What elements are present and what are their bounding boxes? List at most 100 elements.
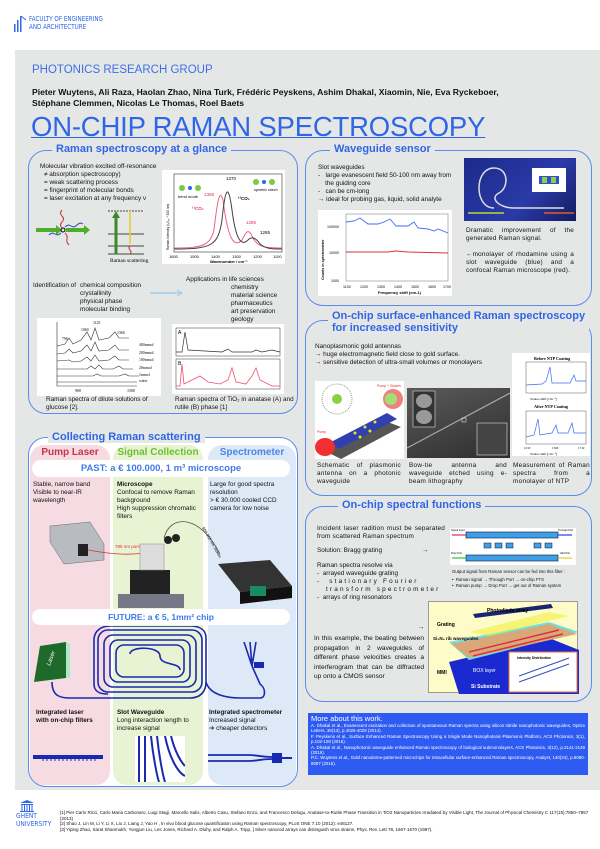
- interferogram-text: In this example, the beating between pro…: [314, 635, 424, 680]
- identification-item: molecular binding: [80, 306, 131, 313]
- laser-chip-caption: Integrated laser with on-chip filters: [36, 709, 93, 725]
- x-tick: 1400: [394, 285, 402, 289]
- text-line: background: [117, 497, 151, 504]
- intro-line: = weak scattering process: [44, 179, 119, 186]
- x-axis-label: Frequency shift (cm-1): [378, 290, 422, 295]
- x-tick: 900: [75, 388, 81, 393]
- integrated-spectrometer-title: Integrated spectrometer: [209, 709, 283, 716]
- microscope-title: Microscope: [117, 481, 153, 488]
- future-banner: FUTURE: a € 5, 1mm² chip: [32, 609, 290, 625]
- faculty-line2: AND ARCHITECTURE: [29, 23, 87, 31]
- port-label: Signal Input: [451, 528, 465, 532]
- chip-label: BOX layer: [473, 668, 496, 674]
- past-banner: PAST: a € 100.000, 1 m³ microscope: [32, 460, 290, 477]
- intro-line: = laser excitation at any frequency ν: [44, 195, 147, 202]
- slot-waveguide-closeup: [135, 736, 185, 782]
- filter-bullet: Raman signal → Through Port → on-chip FT…: [455, 577, 544, 582]
- identification-item: crystallinity: [80, 290, 112, 297]
- filter-caption-text: Output signal from Raman sensor can be f…: [452, 569, 566, 574]
- x-tick: 1300: [377, 285, 385, 289]
- confocal-series: [346, 250, 449, 254]
- pump-label: Pump: [317, 430, 326, 434]
- x-tick: 1400: [211, 254, 221, 259]
- sers-text: Nanoplasmonic gold antennas → huge elect…: [315, 343, 482, 367]
- footer-reference: [2] Shao J, Lin M, Li Y, Li X, Liu J, Li…: [60, 821, 354, 827]
- application-item: chemistry: [231, 284, 259, 291]
- spectrometer-text: Large for good spectra resolution > € 30…: [210, 481, 277, 513]
- series-label: 400mmol: [139, 343, 154, 347]
- resolve-item: arrays of ring resonators: [322, 594, 392, 601]
- 13co2-curve: [173, 191, 283, 250]
- footer-reference: [1] Pier Carlo Ricci, Carlo Maria Carbon…: [60, 810, 589, 821]
- waveguide-desc: Dramatic improvement of the generated Ra…: [466, 227, 574, 275]
- spectral-intro: Incident laser radition must be separate…: [317, 525, 445, 540]
- slot-waveguide-title: Slot Waveguide: [117, 709, 165, 716]
- application-item: material science: [231, 292, 278, 299]
- identification-item: physical phase: [80, 298, 123, 305]
- page-title: ON-CHIP RAMAN SPECTROSCOPY: [31, 111, 486, 142]
- intro-line: ≠ absorption spectroscopy): [44, 171, 121, 178]
- reference-item: P.C. Wuytens et al., Gold nanodome-patte…: [311, 755, 585, 766]
- text-line: > € 30.000 cooled CCD: [210, 497, 277, 504]
- more-about-box: More about this work. A. Dhakal et al., …: [308, 713, 588, 775]
- application-item: art preservation: [231, 308, 276, 315]
- integrated-spectrometer-icon: [208, 753, 292, 763]
- panel-label: B: [178, 361, 182, 367]
- applications-text: Applications in life sciences chemistry …: [186, 276, 277, 324]
- pump-wavelength-label: 785 nm pump: [115, 544, 143, 549]
- x-tick: 1200: [253, 254, 263, 259]
- future-chip-illustration: Laser: [34, 626, 266, 699]
- chip-label: MMI: [437, 670, 447, 676]
- waveguide-heading: Waveguide sensor: [330, 143, 435, 155]
- glance-intro: Molecular vibration excited off-resonanc…: [40, 163, 156, 203]
- slot-waveguide-caption: Slot Waveguide Long interaction length t…: [117, 709, 189, 733]
- faculty-line1: FACULTY OF ENGINEERING: [29, 15, 103, 23]
- footer-references: [1] Pier Carlo Ricci, Carlo Maria Carbon…: [60, 810, 590, 832]
- spiral-waveguide: [51, 626, 266, 699]
- sers-caption: Measurement of Raman spectra from a mono…: [513, 462, 590, 485]
- waveguide-counts-chart: 100000 10000 1000 1100 1200 1300 1400 15…: [318, 210, 452, 296]
- past-setup-illustration: 785 nm pump 800-950 nm Stokes: [49, 521, 292, 608]
- ghent-logo-icon: [20, 800, 34, 812]
- x-tick: 1500: [190, 254, 200, 259]
- x-tick: 1710: [578, 446, 585, 450]
- text-line: Slot waveguides: [318, 164, 365, 171]
- x-tick: 1600: [428, 285, 436, 289]
- faculty-logo: FACULTY OF ENGINEERING AND ARCHITECTURE: [14, 14, 121, 32]
- glucose-caption: Raman spectra of dilute solutions of glu…: [46, 396, 148, 411]
- text-line: Visible to near-IR: [33, 489, 82, 496]
- waveguide-text: Slot waveguides- large evanescent field …: [318, 164, 451, 204]
- ghent-line1: GHENT: [16, 812, 37, 820]
- peak-label: 1265: [260, 230, 271, 235]
- group-name: PHOTONICS RESEARCH GROUP: [32, 64, 213, 76]
- identification-label: Identification of: [33, 282, 76, 289]
- ghent-university-logo: GHENT UNIVERSITY: [16, 800, 58, 828]
- pump-stokes-label: Pump + Stokes: [377, 384, 401, 388]
- scattering-diagram: Raman scattering: [36, 209, 149, 264]
- x-tick: 1200: [360, 285, 368, 289]
- series-label: 1mmol: [139, 373, 150, 377]
- panel-label: A: [178, 330, 182, 336]
- sers-caption: Bow-tie antenna and waveguide etched usi…: [409, 462, 507, 485]
- scatter-label: Raman scattering: [110, 258, 149, 264]
- arrow-icon: [150, 289, 183, 297]
- 12co2-curve: [173, 195, 283, 249]
- y-tick: 100000: [327, 225, 339, 229]
- column-heading-signal: Signal Collection: [117, 447, 199, 458]
- text-line: → sensitive detection of ultra-small vol…: [315, 359, 482, 366]
- filter-bullet: Raman pump → Drop Port → get out of Rama…: [455, 583, 562, 588]
- laser-chip-image: Laser: [34, 642, 70, 682]
- x-axis-label: Wavenumber / cm⁻¹: [210, 259, 248, 264]
- authors: Pieter Wuytens, Ali Raza, Haolan Zhao, N…: [32, 87, 499, 109]
- resolve-list: Raman spectra resolve via - arrayed wave…: [317, 562, 445, 602]
- x-tick: 1600: [169, 254, 179, 259]
- filter-caption: Output signal from Raman sensor can be f…: [452, 569, 566, 588]
- fts-chip-illustration: Photodiode array Grating Si₃N₄ rib waveg…: [428, 601, 579, 694]
- y-axis-label: Raman Intensity (I₀/I₀₀ * 520 nm): [166, 204, 170, 250]
- text-line: filters: [117, 513, 133, 520]
- identification-text: Identification of chemical composition c…: [33, 282, 141, 314]
- text-line: - large evanescent field 50-100 nm away …: [318, 172, 452, 179]
- chart-title: After NTP Coating: [534, 404, 569, 409]
- collecting-heading: Collecting Raman scattering: [48, 431, 205, 443]
- x-tick: 1100: [273, 254, 282, 259]
